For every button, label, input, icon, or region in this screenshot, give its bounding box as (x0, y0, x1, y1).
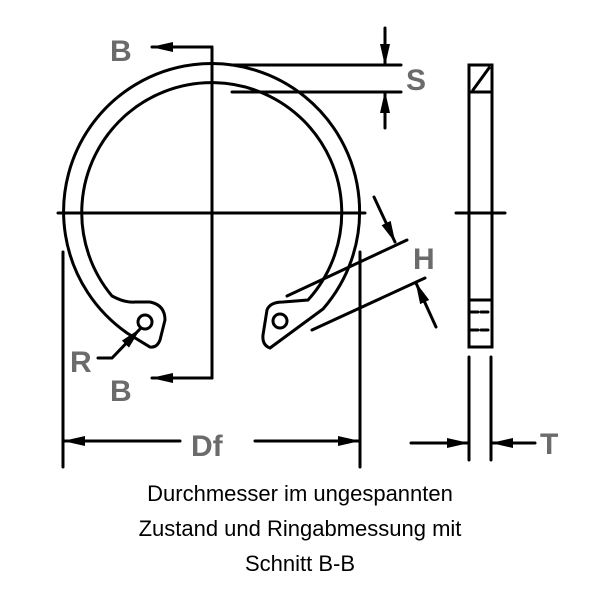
dimension-arrow-h-bottom (414, 281, 438, 329)
label-section-top: B (110, 35, 132, 68)
extension-line-h-2 (310, 276, 427, 332)
label-r: R (70, 346, 92, 379)
dimension-arrow-h-top (372, 195, 397, 244)
extension-line-h-1 (285, 238, 409, 298)
lug-hole-right (271, 312, 289, 330)
caption-line-3: Schnitt B-B (244, 551, 356, 576)
leader-r (96, 327, 142, 360)
label-t: T (540, 428, 558, 461)
caption-line-1: Durchmesser im ungespannten (147, 481, 453, 506)
side-view-section (467, 63, 494, 349)
label-h: H (413, 243, 435, 276)
caption: Durchmesser im ungespannten Zustand und … (0, 476, 600, 581)
label-df: Df (191, 430, 224, 463)
retaining-ring (62, 62, 362, 350)
side-view-hatch (471, 66, 491, 92)
lug-hole-left (136, 313, 154, 331)
caption-line-2: Zustand und Ringabmessung mit (138, 516, 462, 541)
label-s: S (406, 64, 426, 97)
label-section-bottom: B (110, 375, 132, 408)
